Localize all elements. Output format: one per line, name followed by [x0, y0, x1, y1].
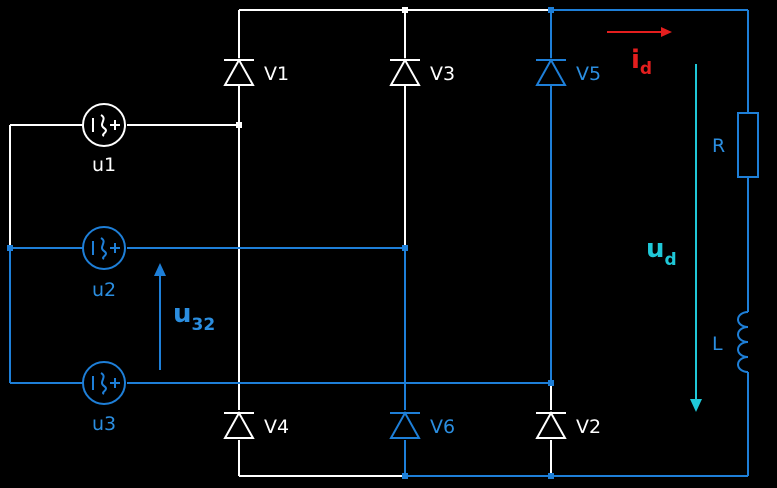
- diode-v2: V2: [535, 410, 601, 440]
- voltage-ud: ud: [646, 64, 702, 412]
- source-label-u3: u3: [92, 413, 116, 435]
- svg-text:u32: u32: [173, 299, 215, 335]
- voltage-arrow-icon: [154, 263, 166, 370]
- ac-source-icon: [82, 103, 126, 147]
- resistor-r: R: [712, 112, 759, 178]
- diode-label-v4: V4: [264, 416, 289, 438]
- diode-icon: [223, 57, 255, 86]
- diode-icon: [223, 410, 255, 440]
- junction-dots: [7, 7, 554, 479]
- resistor-label: R: [712, 135, 725, 157]
- u32-sub-label: 32: [192, 315, 216, 335]
- diode-icon: [535, 57, 567, 86]
- ac-source-icon: [82, 226, 126, 270]
- source-u1: u1: [82, 103, 126, 176]
- resistor-icon: [737, 112, 759, 178]
- diode-label-v2: V2: [576, 416, 601, 438]
- diode-v1: V1: [223, 57, 289, 86]
- source-label-u2: u2: [92, 279, 116, 301]
- inductor-label: L: [712, 333, 723, 355]
- diode-icon: [535, 410, 567, 440]
- diode-icon: [389, 57, 421, 86]
- diode-label-v5: V5: [576, 63, 601, 85]
- diode-v6: V6: [389, 410, 455, 440]
- ud-sub-label: d: [665, 250, 677, 270]
- diode-label-v1: V1: [264, 63, 289, 85]
- voltage-arrow-icon: [690, 64, 702, 412]
- id-sub-label: d: [640, 59, 652, 79]
- current-arrow-icon: [607, 27, 672, 37]
- diode-v4: V4: [223, 410, 289, 440]
- svg-text:id: id: [631, 45, 652, 79]
- inductor-icon: [737, 311, 749, 373]
- diode-v3: V3: [389, 57, 455, 86]
- diode-label-v6: V6: [430, 416, 455, 438]
- diode-label-v3: V3: [430, 63, 455, 85]
- u32-main-label: u: [173, 299, 192, 329]
- diode-v5: V5: [535, 57, 601, 86]
- source-u3: u3: [82, 361, 126, 435]
- current-id: id: [607, 27, 672, 79]
- ac-source-icon: [82, 361, 126, 405]
- ud-main-label: u: [646, 234, 665, 264]
- diode-icon: [389, 410, 421, 440]
- id-main-label: i: [631, 45, 640, 75]
- source-label-u1: u1: [92, 154, 116, 176]
- inductor-l: L: [712, 311, 749, 373]
- source-u2: u2: [82, 226, 126, 301]
- svg-text:ud: ud: [646, 234, 677, 270]
- voltage-u32: u32: [154, 263, 215, 370]
